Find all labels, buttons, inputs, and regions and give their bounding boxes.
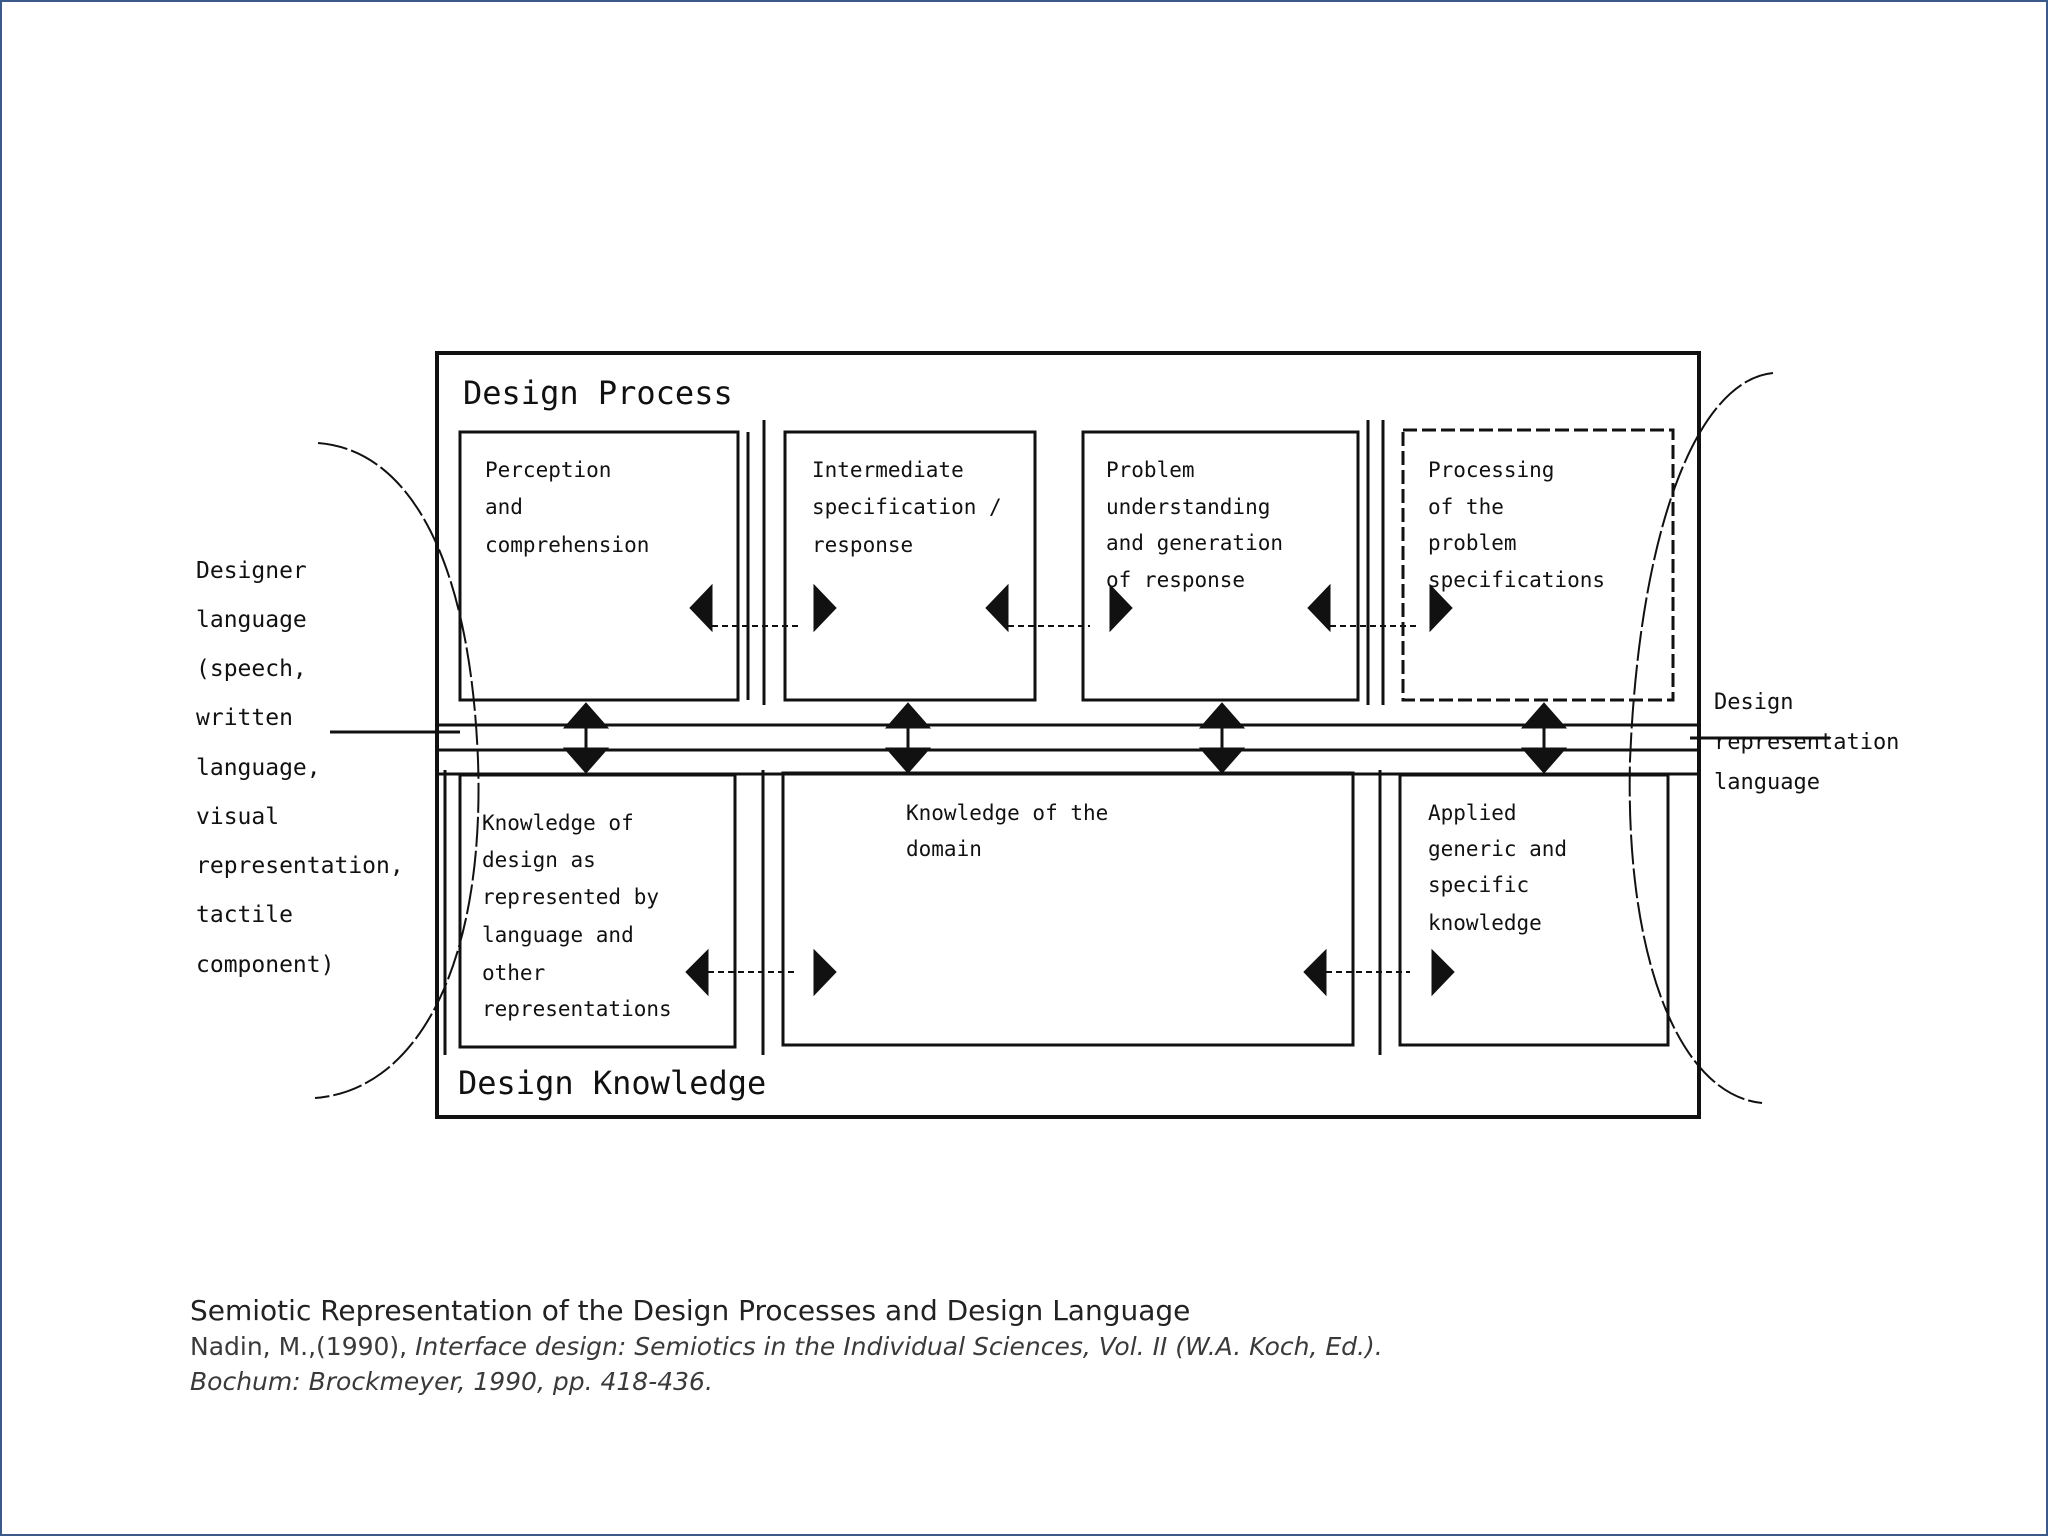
figure-caption: Semiotic Representation of the Design Pr… (190, 1293, 1390, 1399)
svg-text:design as: design as (482, 848, 596, 872)
process-box-2 (762, 420, 1037, 705)
process-box-4 (1381, 420, 1675, 705)
svg-text:representation,: representation, (196, 853, 404, 879)
svg-text:specifications: specifications (1428, 568, 1605, 592)
design-knowledge-title: Design Knowledge (458, 1064, 766, 1102)
knowledge-box-3 (1378, 770, 1670, 1055)
outer-frame (435, 351, 1701, 1119)
svg-text:response: response (812, 533, 913, 557)
svg-text:and generation: and generation (1106, 531, 1283, 555)
citation-author: Nadin, M.,(1990), (190, 1332, 416, 1361)
caption-citation: Nadin, M.,(1990), Interface design: Semi… (190, 1329, 1390, 1399)
svg-text:generic and: generic and (1428, 837, 1567, 861)
knowledge-box-2 (761, 770, 1355, 1055)
design-representation-language-label: Design representation language (1714, 690, 1899, 795)
svg-text:Processing: Processing (1428, 458, 1554, 482)
svg-text:and: and (485, 495, 523, 519)
svg-text:domain: domain (906, 837, 982, 861)
svg-text:language: language (1714, 770, 1820, 795)
svg-text:Design: Design (1714, 690, 1793, 715)
right-curve (1628, 372, 1774, 1104)
knowledge-box-2-label: Knowledge of the domain (906, 801, 1108, 861)
svg-text:tactile: tactile (196, 902, 293, 928)
svg-text:Knowledge of: Knowledge of (482, 811, 634, 835)
svg-text:Perception: Perception (485, 458, 611, 482)
designer-language-label: Designer language (speech, written langu… (196, 558, 404, 978)
svg-text:represented by: represented by (482, 885, 659, 909)
knowledge-box-1-label: Knowledge of design as represented by la… (482, 811, 672, 1021)
design-process-title: Design Process (463, 374, 733, 412)
central-band (330, 723, 1830, 776)
vertical-arrows (562, 702, 1568, 774)
svg-text:representations: representations (482, 997, 672, 1021)
svg-text:other: other (482, 961, 545, 985)
svg-text:knowledge: knowledge (1428, 911, 1542, 935)
caption-title: Semiotic Representation of the Design Pr… (190, 1294, 1191, 1327)
svg-text:Knowledge of the: Knowledge of the (906, 801, 1108, 825)
svg-text:representation: representation (1714, 730, 1899, 755)
process-box-3 (1081, 420, 1370, 705)
svg-text:visual: visual (196, 804, 279, 830)
left-curve (314, 442, 480, 1099)
svg-text:Intermediate: Intermediate (812, 458, 964, 482)
svg-text:of response: of response (1106, 568, 1245, 592)
svg-text:Problem: Problem (1106, 458, 1195, 482)
svg-text:understanding: understanding (1106, 495, 1270, 519)
process-box-4-label: Processing of the problem specifications (1428, 458, 1605, 592)
svg-text:Applied: Applied (1428, 801, 1517, 825)
horizontal-arrows-bottom (685, 948, 1455, 997)
citation-work: Interface design: Semiotics in the Indiv… (190, 1332, 1383, 1396)
svg-text:(speech,: (speech, (196, 656, 307, 682)
svg-text:Designer: Designer (196, 558, 307, 584)
svg-text:language and: language and (482, 923, 634, 947)
process-box-1 (458, 430, 750, 702)
horizontal-arrows-top (689, 583, 1453, 633)
process-box-2-label: Intermediate specification / response (812, 458, 1002, 557)
process-box-3-label: Problem understanding and generation of … (1106, 458, 1283, 592)
svg-text:specification /: specification / (812, 495, 1002, 519)
process-box-1-label: Perception and comprehension (485, 458, 649, 557)
svg-text:comprehension: comprehension (485, 533, 649, 557)
svg-text:specific: specific (1428, 873, 1529, 897)
knowledge-box-1 (443, 770, 737, 1055)
svg-text:problem: problem (1428, 531, 1517, 555)
svg-text:language,: language, (196, 755, 321, 781)
svg-text:of the: of the (1428, 495, 1504, 519)
svg-text:language: language (196, 607, 307, 633)
svg-text:component): component) (196, 952, 334, 978)
knowledge-box-3-label: Applied generic and specific knowledge (1428, 801, 1567, 935)
svg-text:written: written (196, 705, 293, 731)
